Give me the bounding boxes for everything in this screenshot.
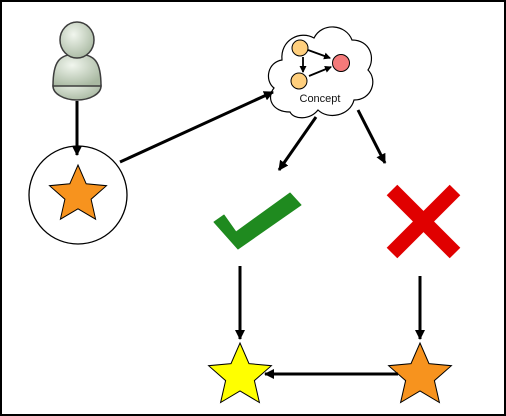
arrow-start-to-concept <box>119 90 274 164</box>
final-star-icon <box>207 341 273 404</box>
person-icon <box>52 21 102 101</box>
arrow-concept-to-correct <box>277 116 318 171</box>
start-star-icon <box>48 163 108 221</box>
retry-star-icon <box>387 341 453 404</box>
cross-icon <box>386 184 461 259</box>
arrow-concept-to-incorrect <box>356 109 387 164</box>
checkmark-icon <box>213 192 302 250</box>
concept-label: Concept <box>300 93 341 105</box>
concept-cloud-icon <box>267 26 374 119</box>
